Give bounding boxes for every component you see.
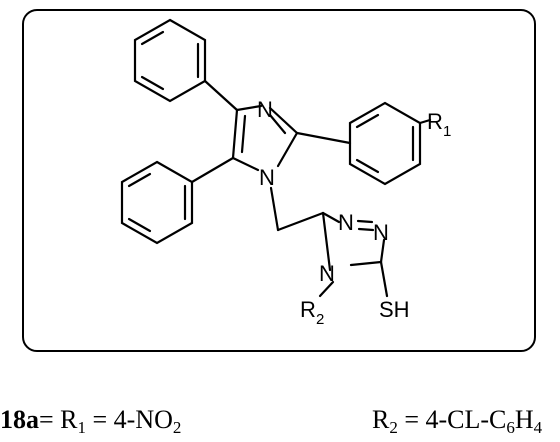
imidazole-ring: [231, 104, 299, 172]
atom-label-r1-index: 1: [443, 123, 451, 140]
caption-r1-value-index: 2: [172, 418, 182, 437]
caption-r2-value-index1: 6: [506, 418, 515, 437]
aryl-ring-right: [348, 101, 422, 186]
caption-r1-index: 1: [77, 418, 87, 437]
atom-label-triazole-n1: N: [338, 210, 354, 235]
caption-equals: =: [39, 405, 61, 434]
atom-label-r1: R: [427, 109, 443, 134]
caption-r1-symbol: R: [60, 405, 78, 434]
atom-label-triazole-n4: N: [319, 261, 335, 286]
structure-frame: [22, 9, 536, 352]
triazole-ring: [321, 211, 386, 272]
atom-label-n1: N: [259, 165, 275, 190]
caption-r2: R2 = 4-CL-C6H4: [372, 405, 543, 437]
caption-r2-value: = 4-CL-C: [397, 405, 507, 434]
phenyl-ring-top: [133, 18, 207, 103]
caption-compound-r1: 18a= R1 = 4-NO2: [0, 405, 182, 437]
phenyl-ring-left: [120, 160, 194, 245]
caption-r2-value-index2: 4: [533, 418, 543, 437]
atom-label-n3: N: [257, 97, 273, 122]
atom-label-triazole-n2: N: [373, 220, 389, 245]
bonds: [120, 18, 432, 298]
compound-id: 18a: [0, 405, 39, 434]
caption-r2-symbol: R: [372, 405, 390, 434]
atom-label-r2: R: [300, 297, 316, 322]
caption-r2-index: 2: [389, 418, 398, 437]
caption-r2-value-mid: H: [514, 405, 534, 434]
atom-label-sh: SH: [379, 297, 410, 322]
atom-label-r2-index: 2: [316, 311, 324, 328]
caption-r1-value: = 4-NO: [86, 405, 173, 434]
